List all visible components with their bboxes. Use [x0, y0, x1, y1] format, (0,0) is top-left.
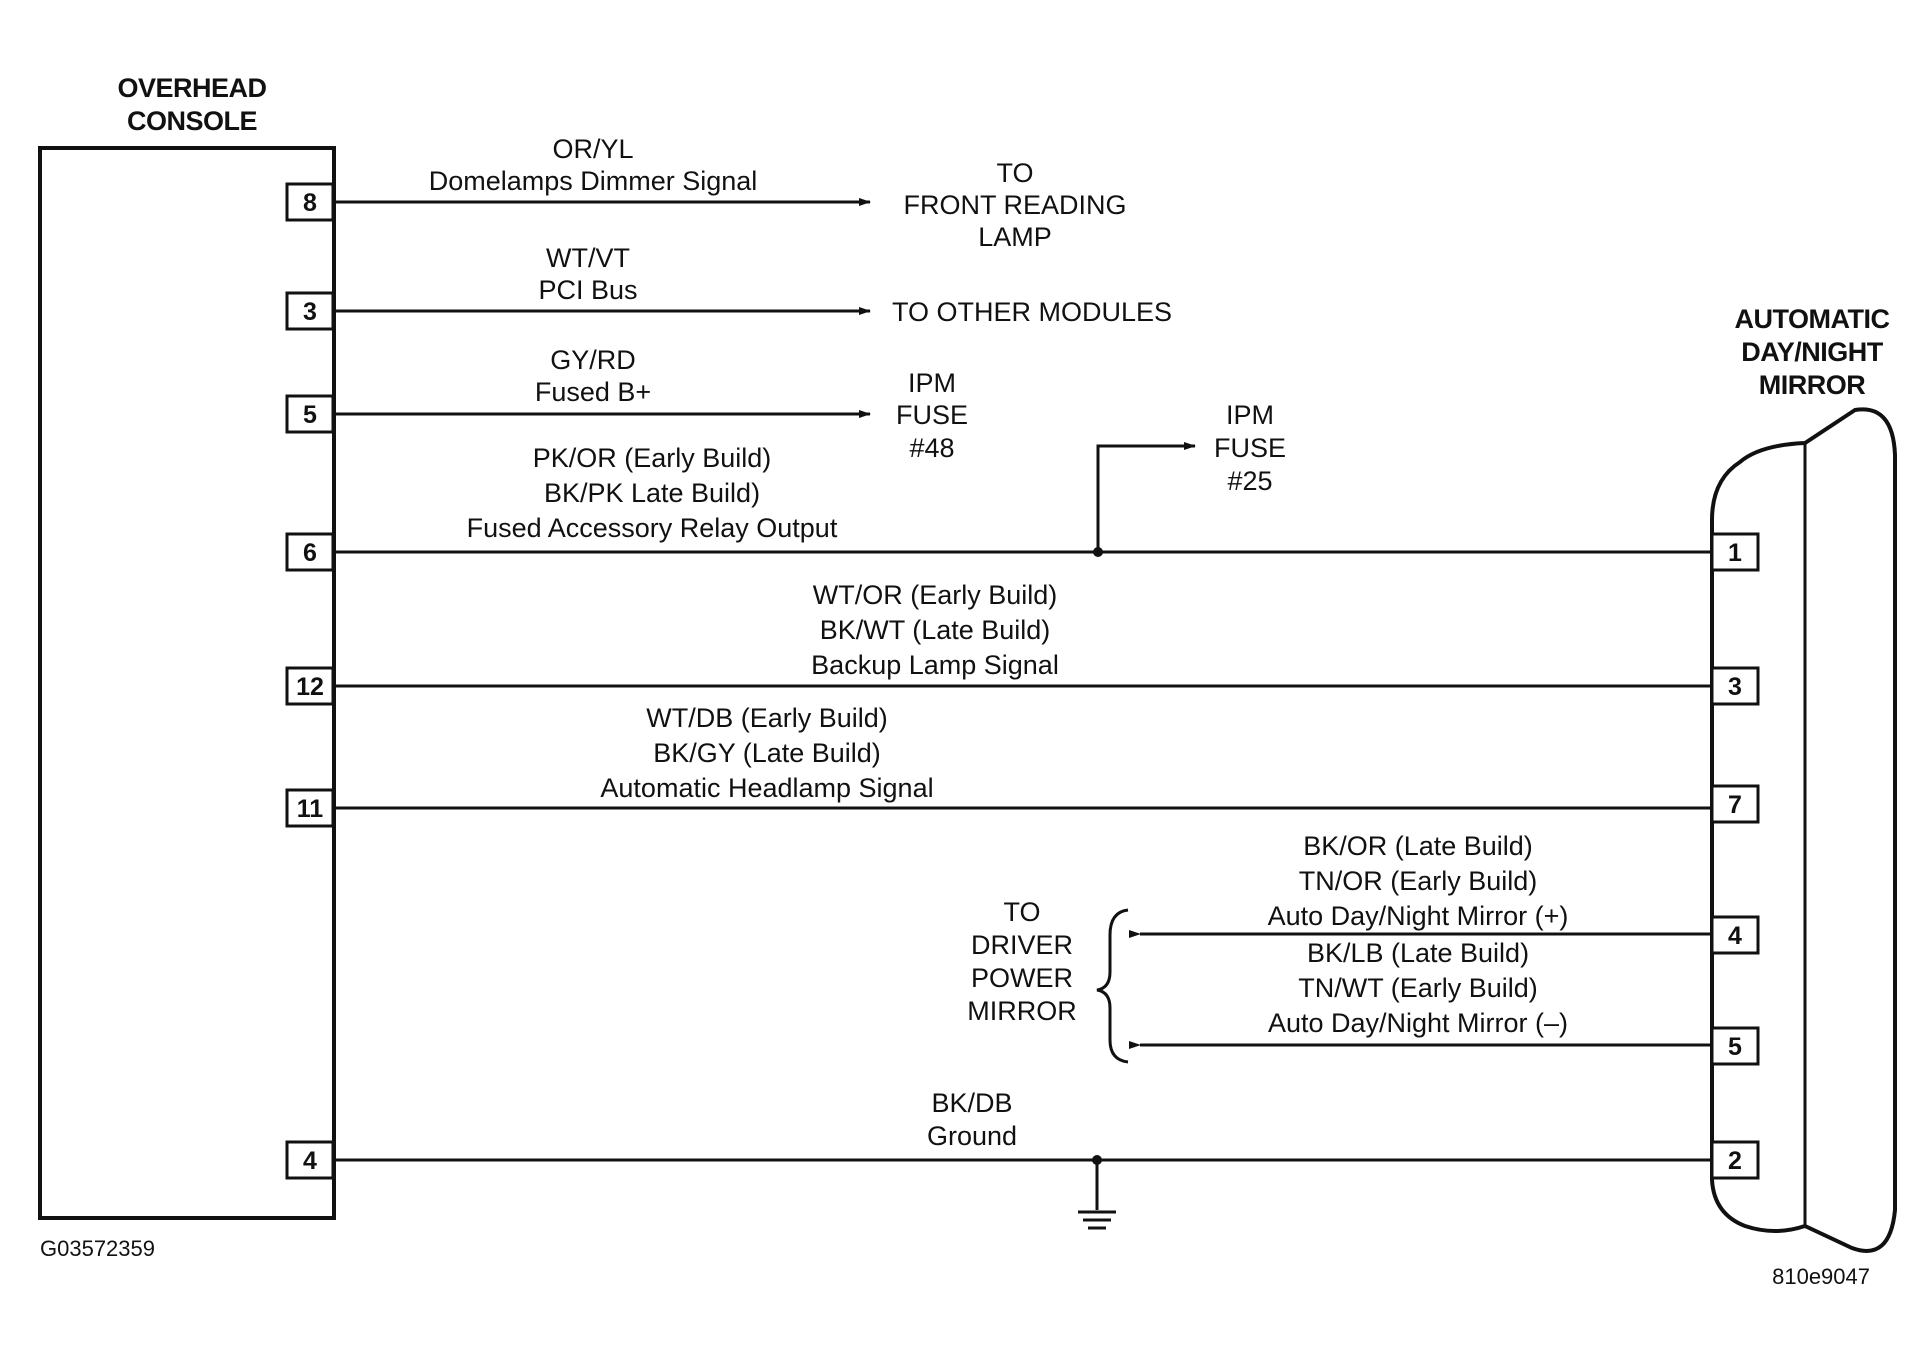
wire-to-ipm-fuse-25 — [1096, 442, 1196, 552]
wire-color-pk-or: PK/OR (Early Build) — [533, 443, 772, 473]
wire-color-bk-gy: BK/GY (Late Build) — [653, 738, 881, 768]
wire-color-tn-wt: TN/WT (Early Build) — [1298, 973, 1538, 1003]
dest-driver-mirror-line3: POWER — [971, 963, 1073, 993]
dest-ipm-fuse-48-line2: FUSE — [896, 400, 968, 430]
wire-color-wt-or: WT/OR (Early Build) — [813, 580, 1058, 610]
wire-color-wt-db: WT/DB (Early Build) — [646, 703, 888, 733]
dest-ipm-fuse-25-line1: IPM — [1226, 400, 1274, 430]
mirror-pin-2: 2 — [1710, 1140, 1760, 1180]
console-pin-12: 12 — [285, 666, 335, 706]
console-pin-3: 3 — [285, 291, 335, 331]
wire-color-tn-or: TN/OR (Early Build) — [1299, 866, 1538, 896]
dest-other-modules: TO OTHER MODULES — [892, 297, 1172, 327]
mirror-title-line3: MIRROR — [1759, 370, 1866, 400]
signal-ground: Ground — [927, 1121, 1017, 1151]
mirror-pin-2-label: 2 — [1728, 1147, 1742, 1175]
mirror-title-line2: DAY/NIGHT — [1741, 337, 1884, 367]
wire-color-wt-vt: WT/VT — [546, 243, 630, 273]
wire-color-bk-pk: BK/PK Late Build) — [544, 478, 760, 508]
signal-fused-accessory-relay: Fused Accessory Relay Output — [467, 513, 838, 543]
mirror-pin-1-label: 1 — [1728, 539, 1742, 567]
console-pin-8: 8 — [285, 182, 335, 222]
signal-domelamps-dimmer: Domelamps Dimmer Signal — [429, 166, 758, 196]
wire-color-bk-lb: BK/LB (Late Build) — [1307, 938, 1529, 968]
wire-color-bk-db: BK/DB — [931, 1088, 1012, 1118]
dest-ipm-fuse-48-line1: IPM — [908, 368, 956, 398]
mirror-pin-7: 7 — [1710, 784, 1760, 824]
overhead-console-box — [38, 146, 336, 1220]
console-title-line2: CONSOLE — [127, 106, 257, 136]
signal-automatic-headlamp: Automatic Headlamp Signal — [600, 773, 933, 803]
dest-driver-mirror-line2: DRIVER — [971, 930, 1073, 960]
console-pin-12-label: 12 — [296, 673, 324, 701]
signal-auto-mirror-minus: Auto Day/Night Mirror (–) — [1268, 1008, 1568, 1038]
bracket-driver-mirror — [1096, 908, 1129, 1064]
mirror-pin-5-label: 5 — [1728, 1033, 1742, 1061]
mirror-pin-1: 1 — [1710, 532, 1760, 572]
console-pin-3-label: 3 — [303, 298, 317, 326]
ground-symbol — [1078, 1160, 1116, 1230]
console-pin-5: 5 — [285, 394, 335, 434]
dest-ipm-fuse-25-line2: FUSE — [1214, 433, 1286, 463]
signal-auto-mirror-plus: Auto Day/Night Mirror (+) — [1268, 901, 1569, 931]
signal-pci-bus: PCI Bus — [538, 275, 637, 305]
wire-color-bk-or: BK/OR (Late Build) — [1303, 831, 1533, 861]
diagram-code-right: 810e9047 — [1772, 1264, 1870, 1289]
mirror-pin-4: 4 — [1710, 915, 1760, 955]
dest-ipm-fuse-25-line3: #25 — [1227, 466, 1272, 496]
console-pin-4-label: 4 — [303, 1147, 317, 1175]
dest-front-reading-lamp-line1: TO — [996, 158, 1033, 188]
console-pin-11: 11 — [285, 788, 335, 828]
mirror-title-line1: AUTOMATIC — [1735, 304, 1890, 334]
console-pin-6: 6 — [285, 532, 335, 572]
wire-color-bk-wt: BK/WT (Late Build) — [820, 615, 1051, 645]
console-pin-8-label: 8 — [303, 189, 317, 217]
diagram-code-left: G03572359 — [40, 1236, 155, 1261]
mirror-pin-3: 3 — [1710, 666, 1760, 706]
console-pin-6-label: 6 — [303, 539, 317, 567]
console-pin-11-label: 11 — [297, 795, 324, 823]
console-title-line1: OVERHEAD — [117, 73, 266, 103]
console-pin-5-label: 5 — [303, 401, 317, 429]
dest-ipm-fuse-48-line3: #48 — [909, 433, 954, 463]
wire-color-or-yl: OR/YL — [552, 134, 633, 164]
wire-color-gy-rd: GY/RD — [550, 345, 636, 375]
dest-front-reading-lamp-line3: LAMP — [978, 222, 1052, 252]
dest-driver-mirror-line4: MIRROR — [967, 996, 1077, 1026]
mirror-pin-3-label: 3 — [1728, 673, 1742, 701]
console-pin-4: 4 — [285, 1140, 335, 1180]
dest-front-reading-lamp-line2: FRONT READING — [903, 190, 1126, 220]
dest-driver-mirror-line1: TO — [1003, 897, 1040, 927]
signal-fused-b-plus: Fused B+ — [535, 377, 651, 407]
signal-backup-lamp: Backup Lamp Signal — [811, 650, 1059, 680]
mirror-pin-7-label: 7 — [1728, 791, 1742, 819]
splice-dot-accessory — [1093, 547, 1103, 557]
mirror-pin-5: 5 — [1710, 1026, 1760, 1066]
mirror-pin-4-label: 4 — [1728, 922, 1742, 950]
